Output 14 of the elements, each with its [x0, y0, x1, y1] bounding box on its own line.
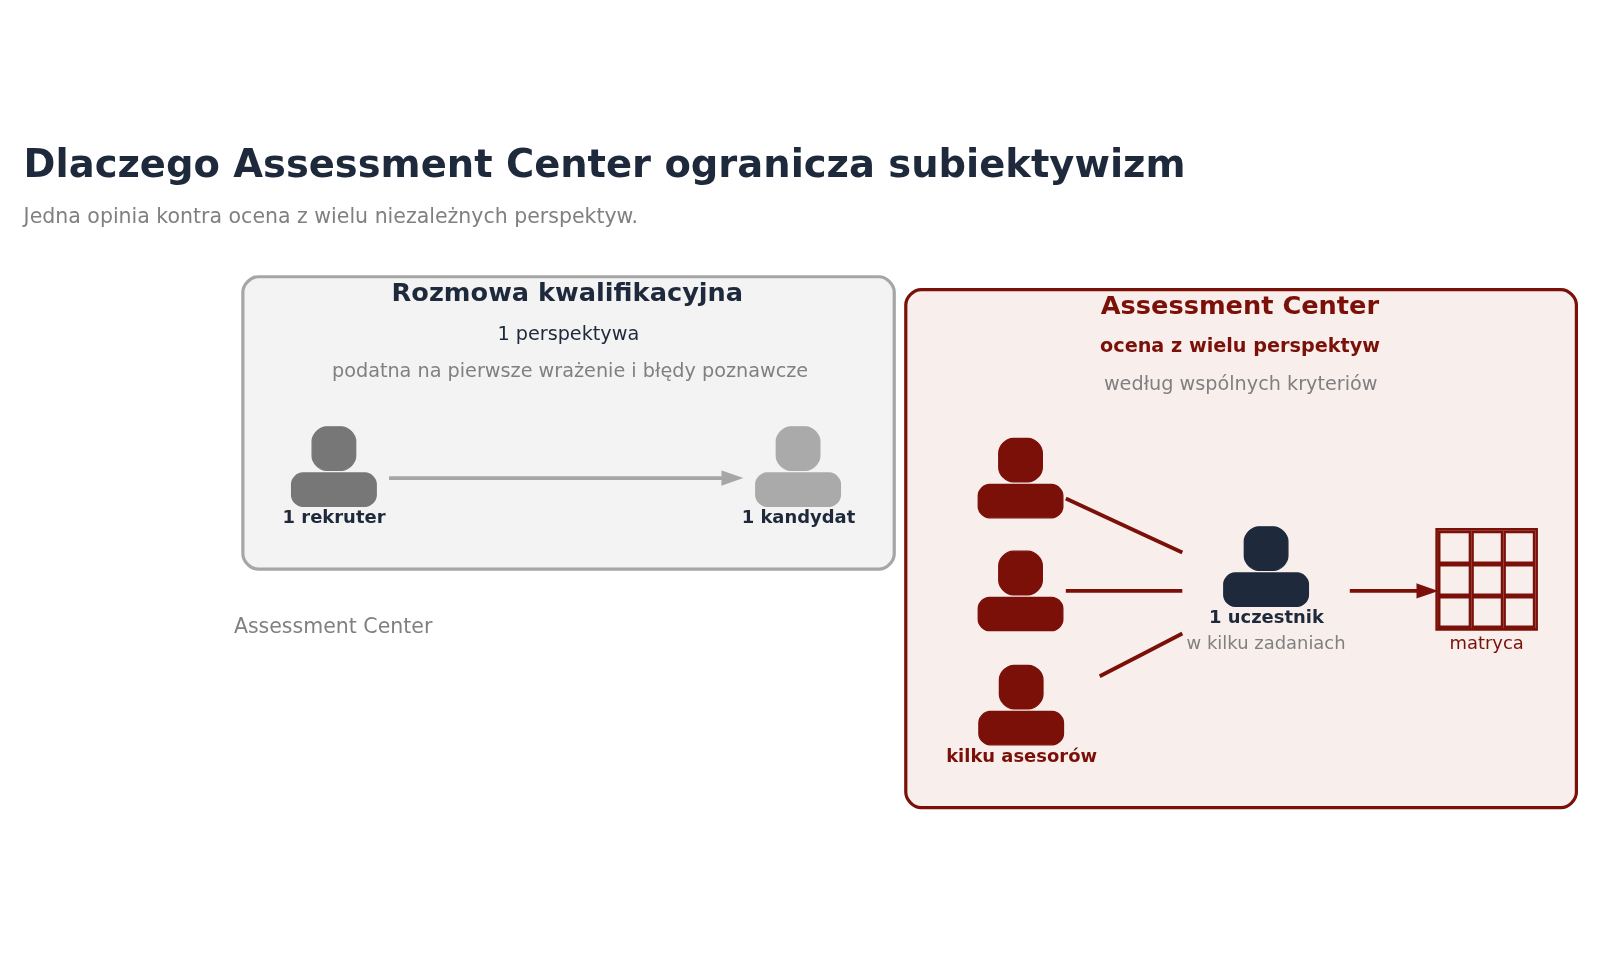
connector — [1065, 496, 1184, 555]
node-label: 1 uczestnik — [1209, 606, 1324, 628]
label: Jedna opinia kontra ocena z wielu niezależnych perspektyw. — [23, 203, 639, 228]
arrow — [389, 470, 744, 486]
node-label: w kilku zadaniach — [1186, 631, 1346, 653]
arrow — [1349, 583, 1439, 599]
diagram-title: Dlaczego Assessment Center ogranicza subiektywizm — [23, 140, 1186, 186]
node-label: 1 rekruter — [282, 506, 386, 528]
node-label: matryca — [1449, 631, 1524, 653]
label: Assessment Center — [233, 613, 433, 638]
node-label: kilku asesorów — [946, 744, 1098, 766]
node-label: 1 kandydat — [741, 506, 856, 528]
connector — [1065, 589, 1183, 593]
connector — [1098, 631, 1184, 678]
